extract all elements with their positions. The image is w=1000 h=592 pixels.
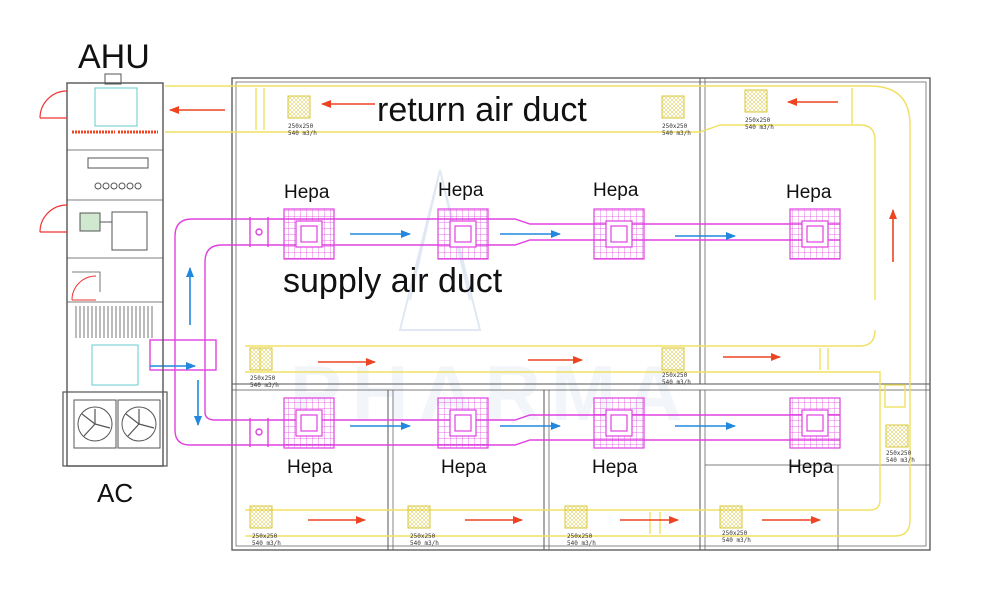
return-air-duct-network: [165, 85, 911, 537]
return-air-diffusers: [249, 89, 909, 529]
supply-air-duct-label: supply air duct: [283, 262, 503, 300]
building-walls: [231, 77, 931, 551]
svg-text:250x250: 250x250: [745, 117, 771, 124]
return-flow-arrows: [169, 98, 897, 524]
svg-text:540 m3/h: 540 m3/h: [567, 540, 596, 547]
hepa-label: Hepa: [287, 457, 333, 478]
svg-text:250x250: 250x250: [567, 533, 593, 540]
hepa-label: Hepa: [441, 457, 487, 478]
diffuser-annotations: 250x250 540 m3/h 250x250 540 m3/h 250x25…: [250, 117, 915, 547]
svg-text:540 m3/h: 540 m3/h: [722, 537, 751, 544]
svg-text:250x250: 250x250: [250, 375, 276, 382]
svg-text:540 m3/h: 540 m3/h: [886, 457, 915, 464]
hepa-label: Hepa: [593, 180, 639, 201]
svg-text:250x250: 250x250: [662, 123, 688, 130]
svg-text:540 m3/h: 540 m3/h: [745, 124, 774, 131]
hepa-label: Hepa: [438, 180, 484, 201]
ac-label: AC: [97, 478, 133, 508]
svg-text:250x250: 250x250: [722, 530, 748, 537]
hepa-filters: [283, 208, 841, 449]
hepa-label: Hepa: [788, 457, 834, 478]
hepa-filter: [789, 397, 841, 449]
svg-text:540 m3/h: 540 m3/h: [662, 379, 691, 386]
hepa-filter: [437, 208, 489, 260]
svg-text:250x250: 250x250: [288, 123, 314, 130]
svg-text:250x250: 250x250: [252, 533, 278, 540]
hepa-filter: [283, 397, 335, 449]
hepa-label: Hepa: [284, 182, 330, 203]
hepa-filter: [593, 397, 645, 449]
supply-flow-arrows: [150, 230, 736, 430]
supply-air-duct-network: [149, 217, 840, 447]
svg-text:540 m3/h: 540 m3/h: [288, 130, 317, 137]
svg-text:540 m3/h: 540 m3/h: [250, 382, 279, 389]
hepa-filter: [283, 208, 335, 260]
svg-text:540 m3/h: 540 m3/h: [252, 540, 281, 547]
ahu-label: AHU: [78, 38, 150, 76]
svg-text:250x250: 250x250: [886, 450, 912, 457]
ahu-unit: [39, 73, 168, 467]
hepa-filter: [437, 397, 489, 449]
hepa-filter: [593, 208, 645, 260]
hepa-filter: [789, 208, 841, 260]
return-air-duct-label: return air duct: [377, 91, 587, 129]
svg-text:540 m3/h: 540 m3/h: [410, 540, 439, 547]
svg-text:540 m3/h: 540 m3/h: [662, 130, 691, 137]
hepa-label: Hepa: [592, 457, 638, 478]
hepa-label: Hepa: [786, 182, 832, 203]
svg-text:250x250: 250x250: [410, 533, 436, 540]
svg-text:250x250: 250x250: [662, 372, 688, 379]
